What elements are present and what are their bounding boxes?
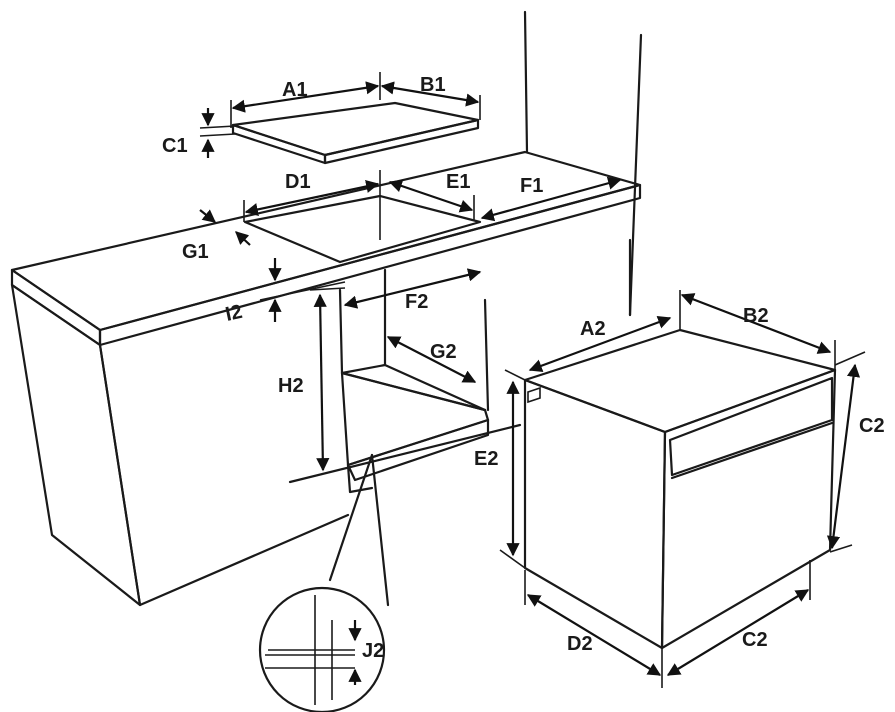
label-h2: H2	[278, 375, 304, 397]
oven-niche	[288, 268, 522, 494]
oven	[523, 328, 837, 650]
label-c1: C1	[162, 135, 188, 157]
label-c2-side: C2	[859, 415, 885, 437]
detail-callout	[258, 453, 390, 712]
label-a2: A2	[580, 318, 606, 340]
dimension-labels: A1 B1 C1 D1 E1 F1 G1 I2 F2 G2 H2 A2 B2 C…	[162, 74, 885, 662]
base-cabinet	[10, 238, 632, 607]
label-c2-bottom: C2	[742, 629, 768, 651]
wall-corner	[523, 10, 643, 317]
label-b1: B1	[420, 74, 446, 96]
label-j2: J2	[362, 640, 384, 662]
label-e1: E1	[446, 171, 470, 193]
label-g2: G2	[430, 341, 457, 363]
label-a1: A1	[282, 79, 308, 101]
label-f1: F1	[520, 175, 543, 197]
label-e2: E2	[474, 448, 498, 470]
worktop	[10, 150, 642, 347]
label-d2: D2	[567, 633, 593, 655]
label-g1: G1	[182, 241, 209, 263]
label-d1: D1	[285, 171, 311, 193]
label-b2: B2	[743, 305, 769, 327]
label-i2: I2	[223, 301, 244, 326]
label-f2: F2	[405, 291, 428, 313]
hob	[231, 101, 480, 165]
dimension-lines	[199, 72, 866, 688]
